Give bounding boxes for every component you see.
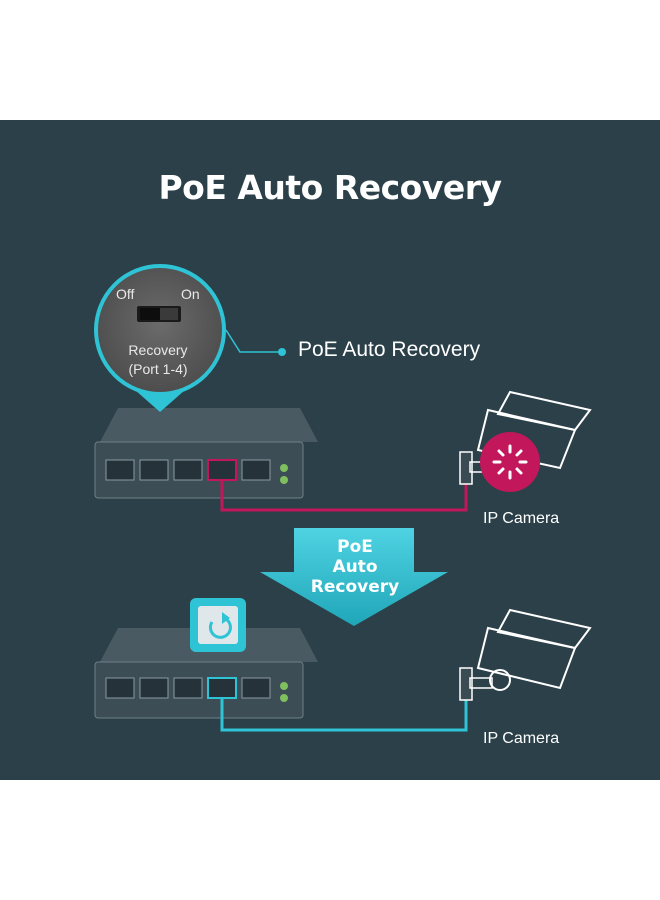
switch-top bbox=[94, 408, 318, 499]
arrow-line-1: PoE bbox=[337, 537, 373, 557]
switch-bottom bbox=[94, 628, 318, 719]
arrow-label: PoE Auto Recovery bbox=[300, 537, 410, 597]
power-cycle-icon bbox=[190, 598, 246, 652]
recovery-line-2: (Port 1-4) bbox=[128, 361, 188, 377]
recovery-arrow bbox=[260, 528, 448, 626]
camera-label-bottom: IP Camera bbox=[483, 730, 560, 747]
cable-bottom bbox=[220, 690, 468, 732]
switch-recovery-label: Recovery (Port 1-4) bbox=[100, 341, 216, 379]
arrow-line-2: Auto bbox=[332, 557, 378, 577]
switch-off-label: Off bbox=[116, 286, 135, 302]
camera-top-icon bbox=[459, 390, 592, 492]
camera-bottom-icon bbox=[459, 608, 592, 701]
switch-on-label: On bbox=[181, 286, 200, 302]
cable-top bbox=[220, 470, 468, 512]
camera-label-top: IP Camera bbox=[483, 510, 560, 527]
page-title: PoE Auto Recovery bbox=[158, 168, 502, 207]
recovery-line-1: Recovery bbox=[128, 342, 188, 358]
loading-spinner-icon bbox=[492, 444, 528, 480]
feature-label: PoE Auto Recovery bbox=[298, 338, 481, 361]
switch-zoom-callout bbox=[94, 264, 286, 412]
arrow-line-3: Recovery bbox=[310, 577, 400, 597]
